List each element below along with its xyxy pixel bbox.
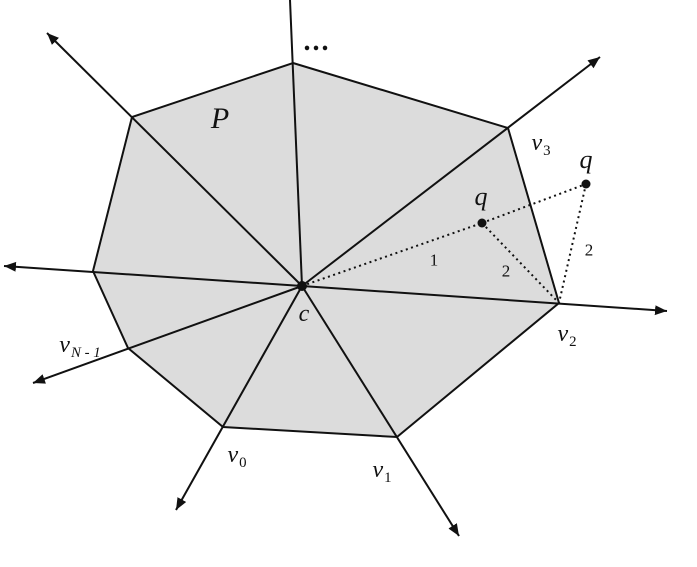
label-steps-2-outer: 2 [584, 240, 594, 260]
label-v3-sub: 3 [543, 142, 551, 159]
ray-through-topleft-vertex [46, 32, 303, 287]
label-v2-sub: 2 [569, 333, 577, 350]
label-vN1-sub: N - 1 [70, 344, 101, 361]
dotted-paths-group [301, 183, 587, 304]
label-v2: v2 [557, 321, 576, 349]
center-point-c [297, 281, 307, 291]
label-v0-base: v [227, 442, 239, 468]
dotted-c-to-q-inside [301, 222, 483, 287]
ray-through-v3 [301, 56, 601, 287]
ray-through-left-vertex [3, 261, 303, 287]
ray-through-v0 [175, 285, 303, 511]
label-vN1: vN - 1 [59, 332, 100, 360]
label-v3: v3 [531, 130, 550, 158]
ray-through-vN1 [32, 285, 303, 384]
label-v2-base: v [557, 321, 569, 347]
label-v1: v1 [372, 457, 391, 485]
label-vN1-base: v [59, 332, 70, 358]
label-v0: v0 [227, 442, 246, 470]
label-ellipsis: ... [303, 26, 331, 57]
dotted-q-outside-to-v2 [558, 183, 587, 304]
query-point-outside [581, 179, 591, 189]
label-q-inside: q [474, 182, 488, 211]
label-steps-2-inner: 2 [501, 261, 511, 281]
label-v1-sub: 1 [384, 469, 392, 486]
ray-through-v2 [301, 285, 668, 316]
query-point-inside [477, 218, 487, 228]
polygon-P-shape [91, 61, 561, 439]
label-v1-base: v [372, 457, 384, 483]
label-polygon-P: P [210, 102, 230, 135]
rays-group [3, 0, 668, 537]
label-center-c: c [298, 301, 310, 327]
ray-through-v1 [301, 285, 460, 537]
label-steps-1: 1 [429, 250, 439, 270]
ray-through-top-vertex [289, 0, 303, 287]
label-v0-sub: 0 [239, 454, 247, 471]
label-v3-base: v [531, 130, 543, 156]
dotted-q-inside-to-v2 [481, 222, 560, 304]
label-q-outside: q [579, 145, 593, 174]
dotted-q-inside-to-q-outside [481, 183, 587, 224]
